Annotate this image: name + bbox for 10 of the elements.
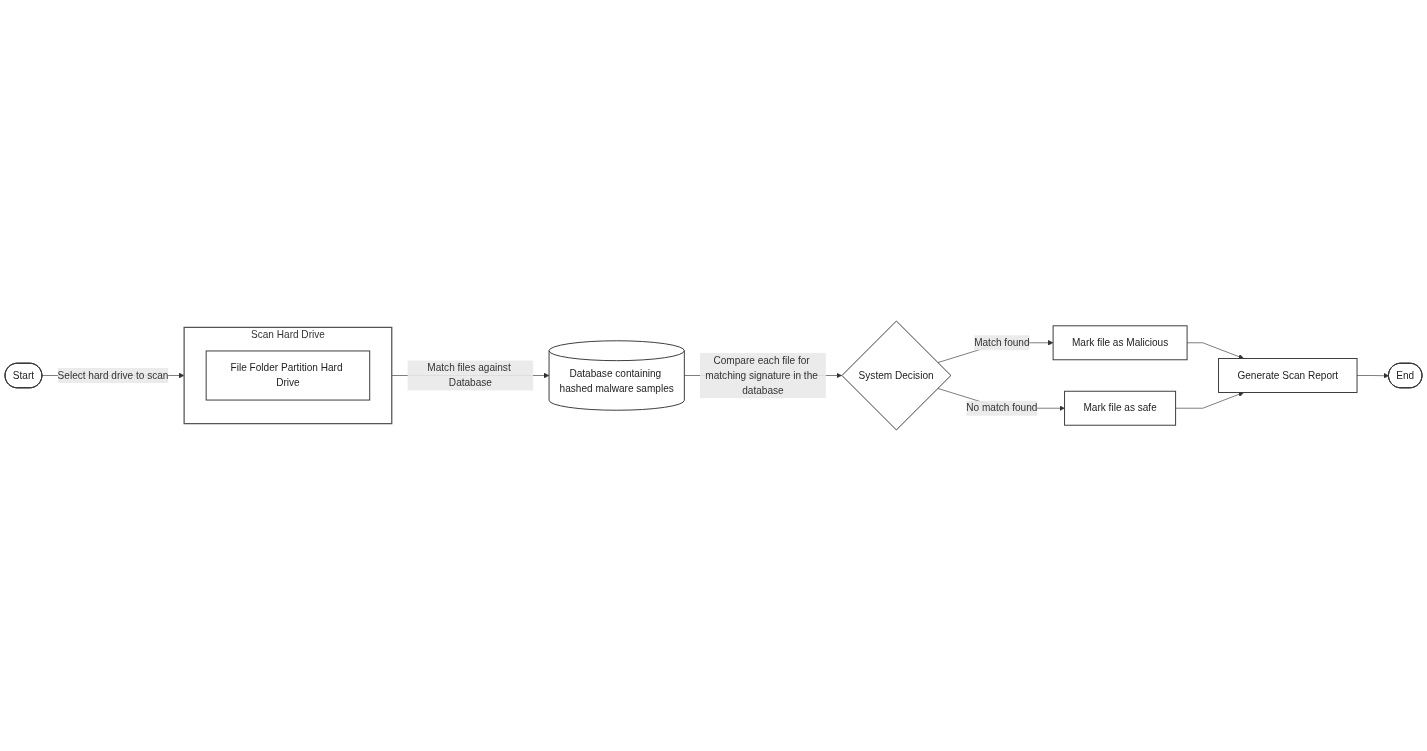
node-box: Mark file as safe xyxy=(1064,390,1177,426)
node-diamond: System Decision xyxy=(841,320,952,431)
edge-label: Compare each file for matching signature in the database xyxy=(705,354,818,396)
edge-label: No match found xyxy=(966,402,1038,414)
edge-label: Match found xyxy=(974,337,1030,348)
edge-label: Match files against Database xyxy=(427,362,511,389)
edge-label: Select hard drive to scan xyxy=(57,369,169,381)
node-box: Mark file as Malicious xyxy=(1052,325,1188,361)
node-box: Generate Scan Report xyxy=(1218,358,1358,393)
node-box: File Folder Partition Hard Drive xyxy=(205,350,371,401)
